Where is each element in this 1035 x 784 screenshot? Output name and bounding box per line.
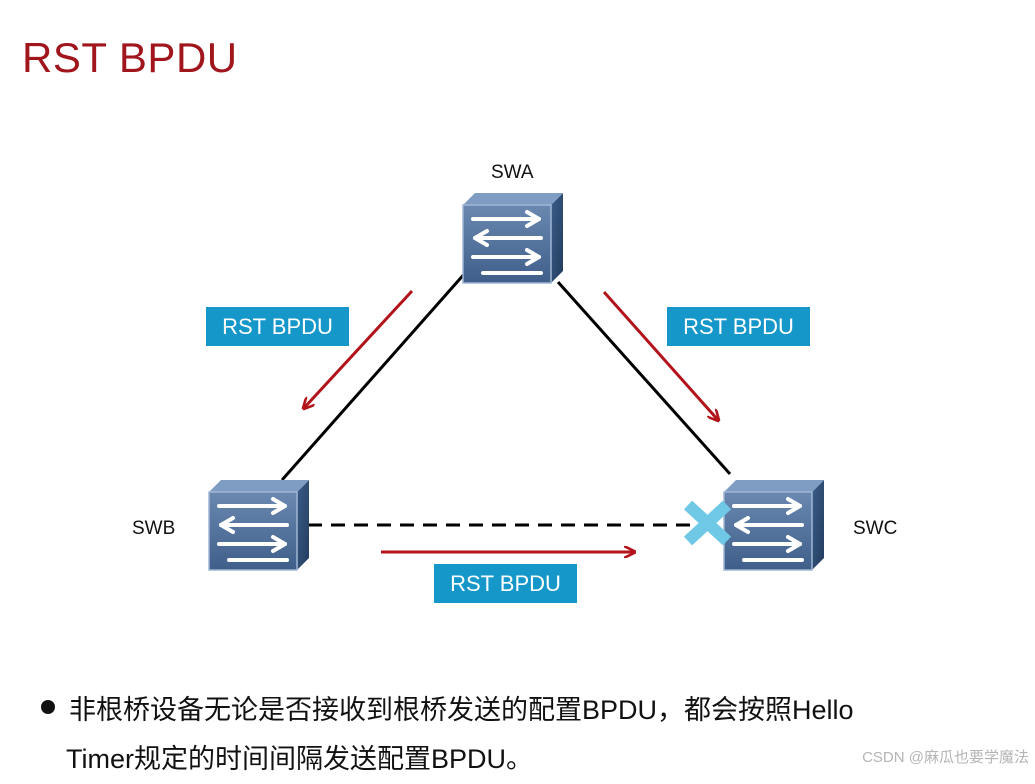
rst-bpdu-tag-left: RST BPDU <box>206 307 349 346</box>
link-swa-swc <box>556 280 732 476</box>
arrow-icon <box>304 289 414 408</box>
rst-bpdu-tag-bottom: RST BPDU <box>434 564 577 603</box>
page-title: RST BPDU <box>22 34 238 81</box>
swb-label: SWB <box>132 518 176 539</box>
swa-label: SWA <box>491 162 534 183</box>
switch-icon <box>722 478 826 572</box>
swc-label: SWC <box>853 518 898 539</box>
link-swa-swb <box>280 271 468 481</box>
switch-icon <box>461 191 565 285</box>
blocked-port-x-icon <box>683 500 732 546</box>
switch-icon <box>207 478 311 572</box>
arrow-icon <box>602 291 718 420</box>
bullet-dot-icon <box>41 700 55 714</box>
watermark: CSDN @麻瓜也要学魔法 <box>862 749 1029 766</box>
bullet-note: 非根桥设备无论是否接收到根桥发送的配置BPDU，都会按照Hello Timer规… <box>38 686 968 784</box>
rst-bpdu-tag-right: RST BPDU <box>667 307 810 346</box>
bullet-line-1: 非根桥设备无论是否接收到根桥发送的配置BPDU，都会按照Hello <box>69 695 854 725</box>
bullet-line-2: Timer规定的时间间隔发送配置BPDU。 <box>66 744 534 774</box>
